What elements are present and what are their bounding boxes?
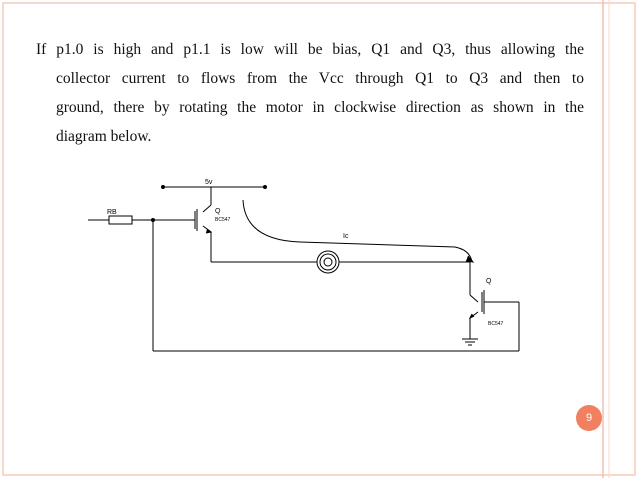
- current-label: Ic: [343, 233, 349, 240]
- supply-label: 5v: [205, 179, 213, 186]
- q3-label: Q: [486, 278, 492, 285]
- paragraph-line-4: diagram below.: [56, 128, 152, 145]
- paragraph-line-1: If p1.0 is high and p1.1 is low will be …: [36, 41, 584, 58]
- body-paragraph: If p1.0 is high and p1.1 is low will be …: [36, 35, 584, 151]
- q1-label: Q: [215, 208, 221, 215]
- resistor-rb: [108, 215, 133, 225]
- q3-part-label: BC547: [488, 321, 504, 327]
- q1-part-label: BC547: [215, 217, 231, 223]
- page-number-badge: 9: [576, 405, 602, 431]
- ic-arrow-curve: [242, 199, 473, 263]
- resistor-label: RB: [107, 209, 117, 216]
- paragraph-line-2: collector current to flows from the Vcc …: [56, 70, 584, 87]
- paragraph-line-3: ground, there by rotating the motor in c…: [56, 99, 584, 116]
